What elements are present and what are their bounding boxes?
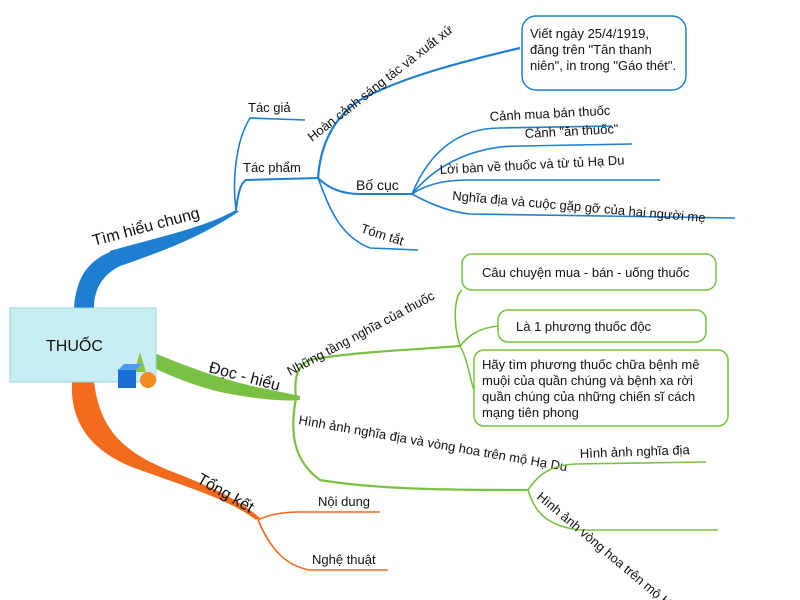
text-box-1: Câu chuyện mua - bán - uống thuốc bbox=[482, 265, 690, 280]
connector-bo-cuc-2 bbox=[411, 143, 633, 195]
center-node: THUỐC bbox=[9, 307, 157, 388]
branch-doc-hieu: Đọc - hiểu Những tầng nghĩa của thuốc Câ… bbox=[150, 253, 729, 600]
connector-box-2 bbox=[459, 325, 499, 347]
connector-vong-hoa bbox=[527, 489, 718, 531]
connector-tac-gia bbox=[233, 117, 306, 211]
connector-tac-pham bbox=[235, 177, 319, 211]
connector-hoan-canh bbox=[316, 46, 521, 179]
label-bo-cuc-3: Lời bàn về thuốc và từ tủ Hạ Du bbox=[439, 152, 624, 177]
label-tang-nghia: Những tầng nghĩa của thuốc bbox=[284, 288, 437, 379]
hoan-canh-line-2: đăng trên "Tân thanh bbox=[530, 42, 652, 57]
label-tom-tat: Tóm tắt bbox=[359, 221, 406, 249]
label-bo-cuc-4: Nghĩa địa và cuộc gặp gỡ của hai người m… bbox=[452, 188, 706, 225]
main-connector-tim-hieu bbox=[74, 210, 238, 308]
connector-tang-nghia bbox=[294, 344, 461, 399]
connector-hinh-anh bbox=[292, 397, 529, 492]
connector-bo-cuc-3 bbox=[411, 179, 660, 195]
branch-tong-ket: Tổng kết Nội dung Nghệ thuật bbox=[71, 382, 388, 571]
connector-noi-dung bbox=[257, 511, 380, 521]
label-bo-cuc-1: Cảnh mua bán thuốc bbox=[489, 103, 611, 124]
connector-box-3 bbox=[459, 345, 475, 391]
label-tac-gia: Tác giả bbox=[248, 100, 291, 115]
label-vong-hoa: Hình ảnh vòng hoa trên mộ Hạ Du bbox=[534, 489, 695, 600]
box-phuong-thuoc bbox=[473, 349, 729, 427]
label-noi-dung: Nội dung bbox=[318, 494, 370, 509]
shapes-icon bbox=[118, 352, 156, 388]
box-3-line-4: mạng tiên phong bbox=[482, 405, 579, 420]
cube-top-shape bbox=[118, 364, 142, 370]
box-3-line-1: Hãy tìm phương thuốc chữa bệnh mê bbox=[482, 357, 699, 372]
main-connector-doc-hieu bbox=[150, 352, 300, 401]
box-thuoc-doc bbox=[497, 309, 707, 343]
box-3-line-3: quần chúng của những chiến sĩ cách bbox=[482, 389, 695, 404]
text-box-2: Là 1 phương thuốc độc bbox=[516, 319, 652, 334]
label-tong-ket: Tổng kết bbox=[194, 470, 257, 517]
box-3-line-2: muội của quần chúng và bệnh xa rời bbox=[482, 373, 693, 388]
hoan-canh-line-3: niên", in trong "Gáo thét". bbox=[530, 58, 676, 73]
label-bo-cuc: Bố cục bbox=[356, 177, 399, 193]
connector-bo-cuc-4 bbox=[411, 193, 736, 219]
connector-nghia-dia bbox=[527, 461, 707, 491]
connector-box-1 bbox=[454, 289, 463, 347]
connector-nghe-thuat bbox=[257, 519, 388, 571]
label-bo-cuc-2: Cảnh "ăn thuốc" bbox=[524, 121, 619, 141]
center-label: THUỐC bbox=[46, 335, 103, 355]
label-nghia-dia: Hình ảnh nghĩa địa bbox=[580, 442, 691, 461]
label-nghe-thuat: Nghệ thuật bbox=[312, 552, 376, 567]
text-hoan-canh-box: Viết ngày 25/4/1919, đăng trên "Tân than… bbox=[530, 26, 676, 73]
underline-tim-hieu bbox=[109, 210, 239, 253]
cube-shape bbox=[118, 370, 136, 388]
hoan-canh-line-1: Viết ngày 25/4/1919, bbox=[530, 26, 649, 41]
label-tac-pham: Tác phẩm bbox=[243, 160, 301, 175]
sphere-shape bbox=[140, 372, 156, 388]
connector-bo-cuc bbox=[317, 177, 412, 195]
label-hoan-canh: Hoàn cảnh sáng tác và xuất xứ bbox=[305, 22, 456, 145]
box-hoan-canh bbox=[521, 15, 687, 91]
box-mua-ban-uong bbox=[461, 253, 717, 291]
main-connector-tong-ket bbox=[71, 382, 260, 520]
connector-bo-cuc-1 bbox=[411, 125, 613, 195]
text-box-3: Hãy tìm phương thuốc chữa bệnh mê muội c… bbox=[482, 357, 703, 420]
connector-tom-tat bbox=[317, 177, 419, 251]
